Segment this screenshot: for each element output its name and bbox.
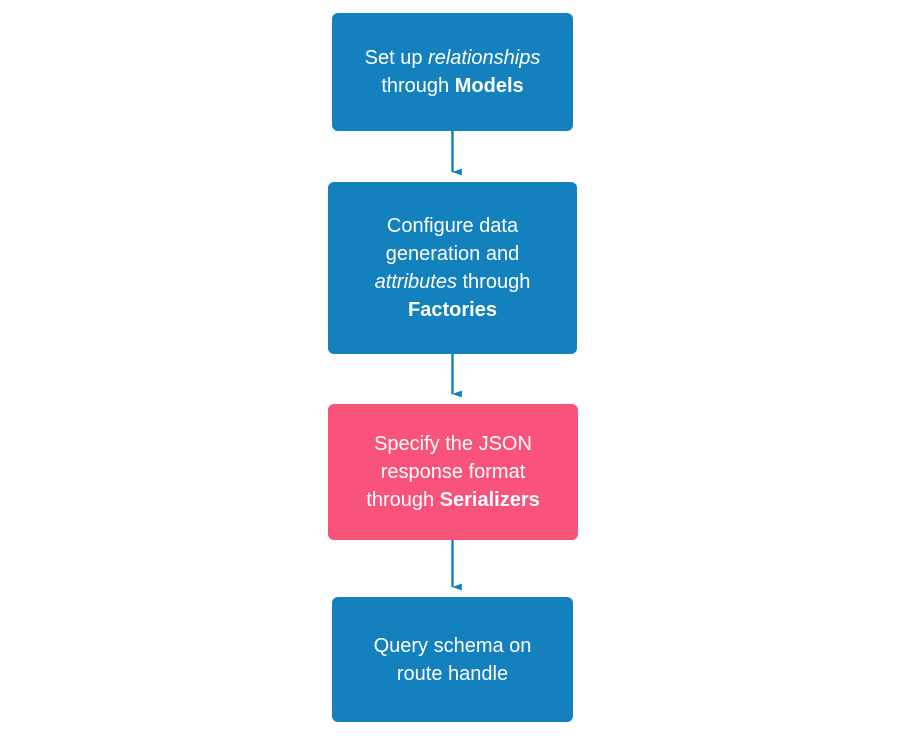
flow-node-factories-label: Configure data generation and attributes t… — [342, 212, 563, 324]
text-segment: Serializers — [439, 489, 540, 511]
text-line: Factories — [408, 299, 497, 321]
text-line: attributes through — [375, 271, 531, 293]
text-segment: route handle — [396, 662, 509, 685]
flow-node-models[interactable]: Set up relationships through Models — [332, 13, 573, 131]
text-segment: Configure data — [386, 215, 519, 237]
text-segment: Models — [454, 75, 524, 97]
text-line: through Serializers — [366, 489, 539, 511]
text-line: through Models — [381, 75, 523, 97]
text-segment: Specify the JSON — [374, 433, 532, 455]
text-segment: through — [381, 75, 455, 97]
text-line: Specify the JSON — [374, 433, 532, 455]
flow-node-route[interactable]: Query schema on route handle — [332, 597, 573, 722]
text-line: response format — [381, 461, 526, 483]
text-line: Configure data — [387, 215, 518, 237]
text-segment: Factories — [408, 299, 497, 321]
text-segment: Query schema on — [373, 634, 532, 657]
text-line: generation and — [386, 243, 519, 265]
text-segment: response format — [380, 461, 526, 483]
text-segment: relationships — [428, 47, 541, 69]
flow-node-serializers-label: Specify the JSON response format through S… — [342, 430, 564, 514]
text-line: route handle — [397, 663, 508, 685]
flow-node-models-label: Set up relationships through Models — [346, 44, 559, 100]
text-segment: generation and — [385, 243, 520, 265]
text-segment: through — [366, 489, 440, 511]
text-segment: through — [456, 271, 531, 293]
text-segment: Set up — [364, 47, 429, 69]
text-line: Set up relationships — [365, 47, 541, 69]
flow-node-factories[interactable]: Configure data generation and attributes t… — [328, 182, 577, 354]
text-segment: attributes — [374, 271, 457, 293]
flow-node-route-label: Query schema on route handle — [346, 632, 559, 688]
text-line: Query schema on — [374, 635, 532, 657]
flow-node-serializers[interactable]: Specify the JSON response format through S… — [328, 404, 578, 540]
